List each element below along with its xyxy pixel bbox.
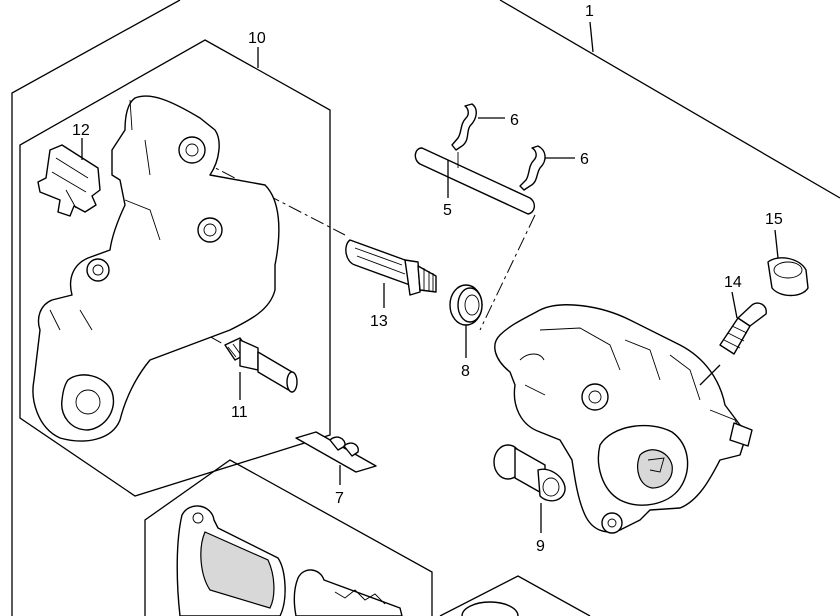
bracket-clip — [37, 144, 101, 217]
shim-ring — [461, 601, 519, 616]
caliper-bracket — [32, 95, 280, 442]
callout-13: 13 — [370, 313, 388, 330]
leader-lines — [81, 21, 779, 533]
callout-6a: 6 — [510, 112, 519, 129]
callout-5: 5 — [443, 202, 452, 219]
shim-box — [439, 575, 591, 616]
callout-14: 14 — [724, 274, 742, 291]
callout-10: 10 — [248, 30, 266, 47]
callout-9: 9 — [536, 538, 545, 555]
callout-6b: 6 — [580, 151, 589, 168]
banjo-bolt-9 — [493, 444, 566, 502]
brake-pad-left — [176, 505, 286, 616]
pin-axis-5 — [479, 214, 536, 331]
boot-8 — [449, 284, 483, 326]
shim-plate-7 — [295, 431, 377, 473]
slide-pin-11 — [224, 337, 298, 393]
callout-7: 7 — [335, 490, 344, 507]
pad-box — [144, 459, 433, 616]
assembly-outline-right — [499, 0, 840, 199]
bleeder-cap-15 — [767, 257, 809, 297]
clip-6-left — [451, 103, 477, 151]
pad-pin-5 — [414, 147, 535, 215]
assembly-outline — [11, 0, 181, 616]
slide-pin-13 — [345, 239, 437, 296]
clip-6-right — [519, 145, 546, 191]
callout-1: 1 — [585, 3, 594, 20]
callout-11: 11 — [231, 404, 248, 421]
bleeder-valve-14 — [719, 302, 767, 355]
callout-15: 15 — [765, 211, 783, 228]
brake-pad-right — [293, 569, 403, 616]
bracket-box — [19, 39, 331, 497]
callout-8: 8 — [461, 363, 470, 380]
caliper-body — [494, 304, 753, 534]
callout-12: 12 — [72, 122, 90, 139]
